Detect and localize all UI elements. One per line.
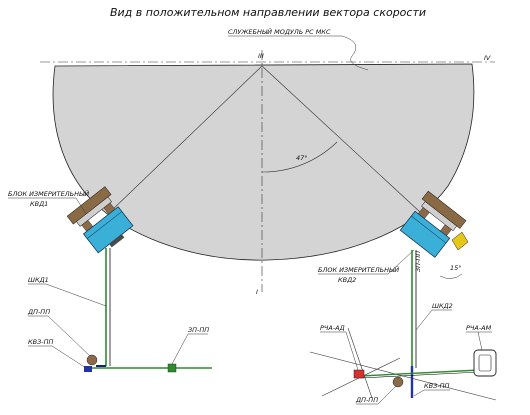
rch-am-antenna-inner (478, 354, 492, 372)
dp-pp-right-leader (377, 385, 397, 405)
left-block-label-line1: БЛОК ИЗМЕРИТЕЛЬНЫЙ (8, 189, 89, 198)
shkd2-leader (415, 309, 433, 331)
right-block-edge (411, 215, 447, 244)
angle2-label: 15° (450, 264, 462, 272)
right-block-kvd2 (399, 210, 451, 258)
right-block-label-line2: КВД2 (338, 276, 356, 284)
angle-label: 47° (296, 154, 308, 162)
service-module-hull (52, 63, 475, 261)
shkd2-label: ШКД2 (432, 302, 453, 310)
right-yellow-connector (451, 231, 469, 251)
service-module-label: СЛУЖЕБНЫЙ МОДУЛЬ РС МКС (228, 27, 331, 36)
rch-ad-leader (345, 331, 359, 371)
shkd1-label: ШКД1 (28, 276, 49, 284)
left-connector-kvz-pp (84, 366, 92, 372)
rch-am-antenna (473, 349, 497, 377)
axis-iv-label: IV (484, 54, 491, 62)
right-block-leader (387, 249, 415, 275)
left-bracket-clamp (76, 196, 112, 227)
left-block-leader (75, 197, 87, 215)
right-cable-to-rch-am (359, 369, 481, 377)
right-bracket-clamp (421, 201, 458, 232)
kvz-pp-left-label: КВЗ-ПП (28, 338, 53, 346)
left-block-connector (109, 234, 125, 248)
left-mount-assembly (66, 186, 134, 254)
angle2-arc (439, 273, 463, 279)
radial-line-left (109, 65, 263, 213)
dp-pp-right-label: ДП-ПП (355, 396, 378, 404)
shkd1-leader (45, 283, 107, 307)
left-block-label-line2: КВД1 (30, 200, 48, 208)
kvz-pp-right-leader (413, 389, 425, 397)
angle-arc (261, 141, 338, 173)
rch-ad-antenna (353, 369, 365, 379)
antenna-line-3 (347, 327, 373, 399)
left-connector-dp-pp (86, 354, 98, 366)
left-connector-zp-pp (167, 363, 177, 373)
right-connector-dp-pp (392, 376, 404, 388)
axis-iii-label: III (258, 52, 264, 60)
zp-pp-right-label: ЗП-ПП (414, 251, 422, 272)
rch-am-label: РЧА-АМ (466, 324, 492, 332)
right-mount-assembly (399, 190, 467, 258)
left-block-edge (87, 211, 122, 239)
right-cable-to-rch-am-dark (359, 371, 481, 379)
rch-ad-label: РЧА-АД (320, 324, 345, 332)
right-block-label-line1: БЛОК ИЗМЕРИТЕЛЬНЫЙ (318, 265, 399, 274)
kvz-pp-left-leader (51, 345, 87, 369)
dp-pp-left-label: ДП-ПП (27, 308, 50, 316)
zp-pp-left-label: ЗП-ПП (188, 326, 209, 334)
axis-i-label: I (256, 288, 258, 296)
service-module-leader (341, 35, 369, 71)
diagram-title: Вид в положительном направлении вектора … (110, 6, 426, 19)
kvz-pp-right-label: КВЗ-ПП (424, 382, 449, 390)
zp-pp-left-leader (171, 333, 189, 365)
radial-line-right (261, 65, 421, 213)
rch-am-leader (477, 331, 483, 351)
dp-pp-left-leader (47, 315, 91, 357)
